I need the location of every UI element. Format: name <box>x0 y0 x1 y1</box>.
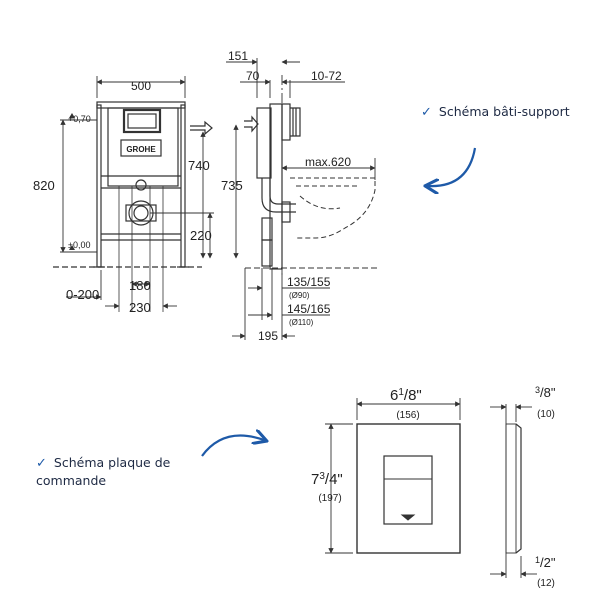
brand-plate <box>120 139 162 157</box>
plate-thick-top-inches: 3/8" <box>535 385 556 400</box>
plate-dimension-labels: 61/8" (156) 73/4" (197) 3/8" (10) 1/2" (… <box>311 385 556 589</box>
dim-70: 70 <box>246 69 260 83</box>
dim-151: 151 <box>228 49 248 63</box>
level-zero-label: ±0,00 <box>68 240 90 250</box>
plate-caption: ✓ Schéma plaque de commande <box>36 454 170 489</box>
support-caption: ✓ Schéma bâti-support <box>421 103 570 121</box>
brand-logo-text: GROHE <box>126 145 156 154</box>
frame-left-upright <box>96 104 102 268</box>
checkmark-icon: ✓ <box>36 456 47 471</box>
dim-740: 740 <box>188 158 210 173</box>
frame-front-view <box>53 101 202 312</box>
dim-820: 820 <box>33 178 55 193</box>
front-dimensions <box>60 76 239 309</box>
side-water-inlet <box>244 115 259 133</box>
drain-pipe-lower <box>261 239 273 267</box>
side-plate-thread <box>290 107 301 137</box>
cistern-body <box>107 107 179 187</box>
side-plate <box>281 103 291 141</box>
plate-front-view <box>325 398 461 554</box>
bolt-stud <box>281 201 291 223</box>
plate-side-view <box>490 404 537 578</box>
dim-145-165: 145/165 <box>287 302 331 316</box>
flush-button-area <box>383 455 433 525</box>
plate-caption-line2: commande <box>36 473 107 488</box>
dim-o110: (Ø110) <box>289 318 314 327</box>
plate-caption-line1: Schéma plaque de <box>53 455 171 470</box>
side-dimensions <box>226 58 377 340</box>
plate-height-mm: (197) <box>318 493 341 504</box>
level-top-label: +0,70 <box>68 114 91 124</box>
support-caption-text: Schéma bâti-support <box>438 104 570 119</box>
dim-735: 735 <box>221 178 243 193</box>
flush-opening <box>122 108 162 134</box>
plate-thick-top-mm: (10) <box>537 409 555 420</box>
drain-bend-inner <box>269 178 296 205</box>
drain-bend-outer <box>261 178 296 213</box>
drain-outlet-inner <box>133 205 149 221</box>
flush-opening-inner <box>127 113 157 129</box>
plate-side-profile <box>515 423 522 554</box>
side-dimension-labels: 151 70 10-72 max.620 135/155 (Ø90) 145/1… <box>228 49 351 343</box>
dim-o90: (Ø90) <box>289 291 310 300</box>
side-cistern <box>256 107 272 179</box>
dim-220: 220 <box>190 228 212 243</box>
plate-width-mm: (156) <box>396 410 419 421</box>
plate-thick-bot-mm: (12) <box>537 578 555 589</box>
plate-side-body <box>505 423 517 554</box>
dim-195: 195 <box>258 329 278 343</box>
drain-outlet-small <box>135 179 147 191</box>
plate-height-inches: 73/4" <box>311 471 343 488</box>
plate-thick-bot-inches: 1/2" <box>535 555 556 570</box>
frame-side-view <box>244 75 301 275</box>
front-dimension-labels: 500 820 740 735 220 180 230 0-200 +0,70 … <box>33 79 243 315</box>
dim-135-155: 135/155 <box>287 275 331 289</box>
level-markers <box>69 113 75 250</box>
water-inlet-symbol <box>190 120 213 136</box>
dim-max620: max.620 <box>305 155 351 169</box>
dim-180: 180 <box>129 278 151 293</box>
frame-right-upright <box>180 104 186 268</box>
plate-width-inches: 61/8" <box>390 387 422 404</box>
checkmark-icon: ✓ <box>421 105 432 120</box>
dim-0-200: 0-200 <box>66 287 99 302</box>
dim-230: 230 <box>129 300 151 315</box>
plate-outline <box>356 423 461 554</box>
frame-top-bar <box>96 101 186 109</box>
arrow-to-support-diagram <box>428 147 477 186</box>
plate-logo-mark <box>400 514 416 521</box>
arrow-to-plate-diagram <box>201 436 264 457</box>
wc-bowl-outline <box>290 177 376 239</box>
dim-10-72: 10-72 <box>311 69 342 83</box>
dim-500: 500 <box>131 79 151 93</box>
